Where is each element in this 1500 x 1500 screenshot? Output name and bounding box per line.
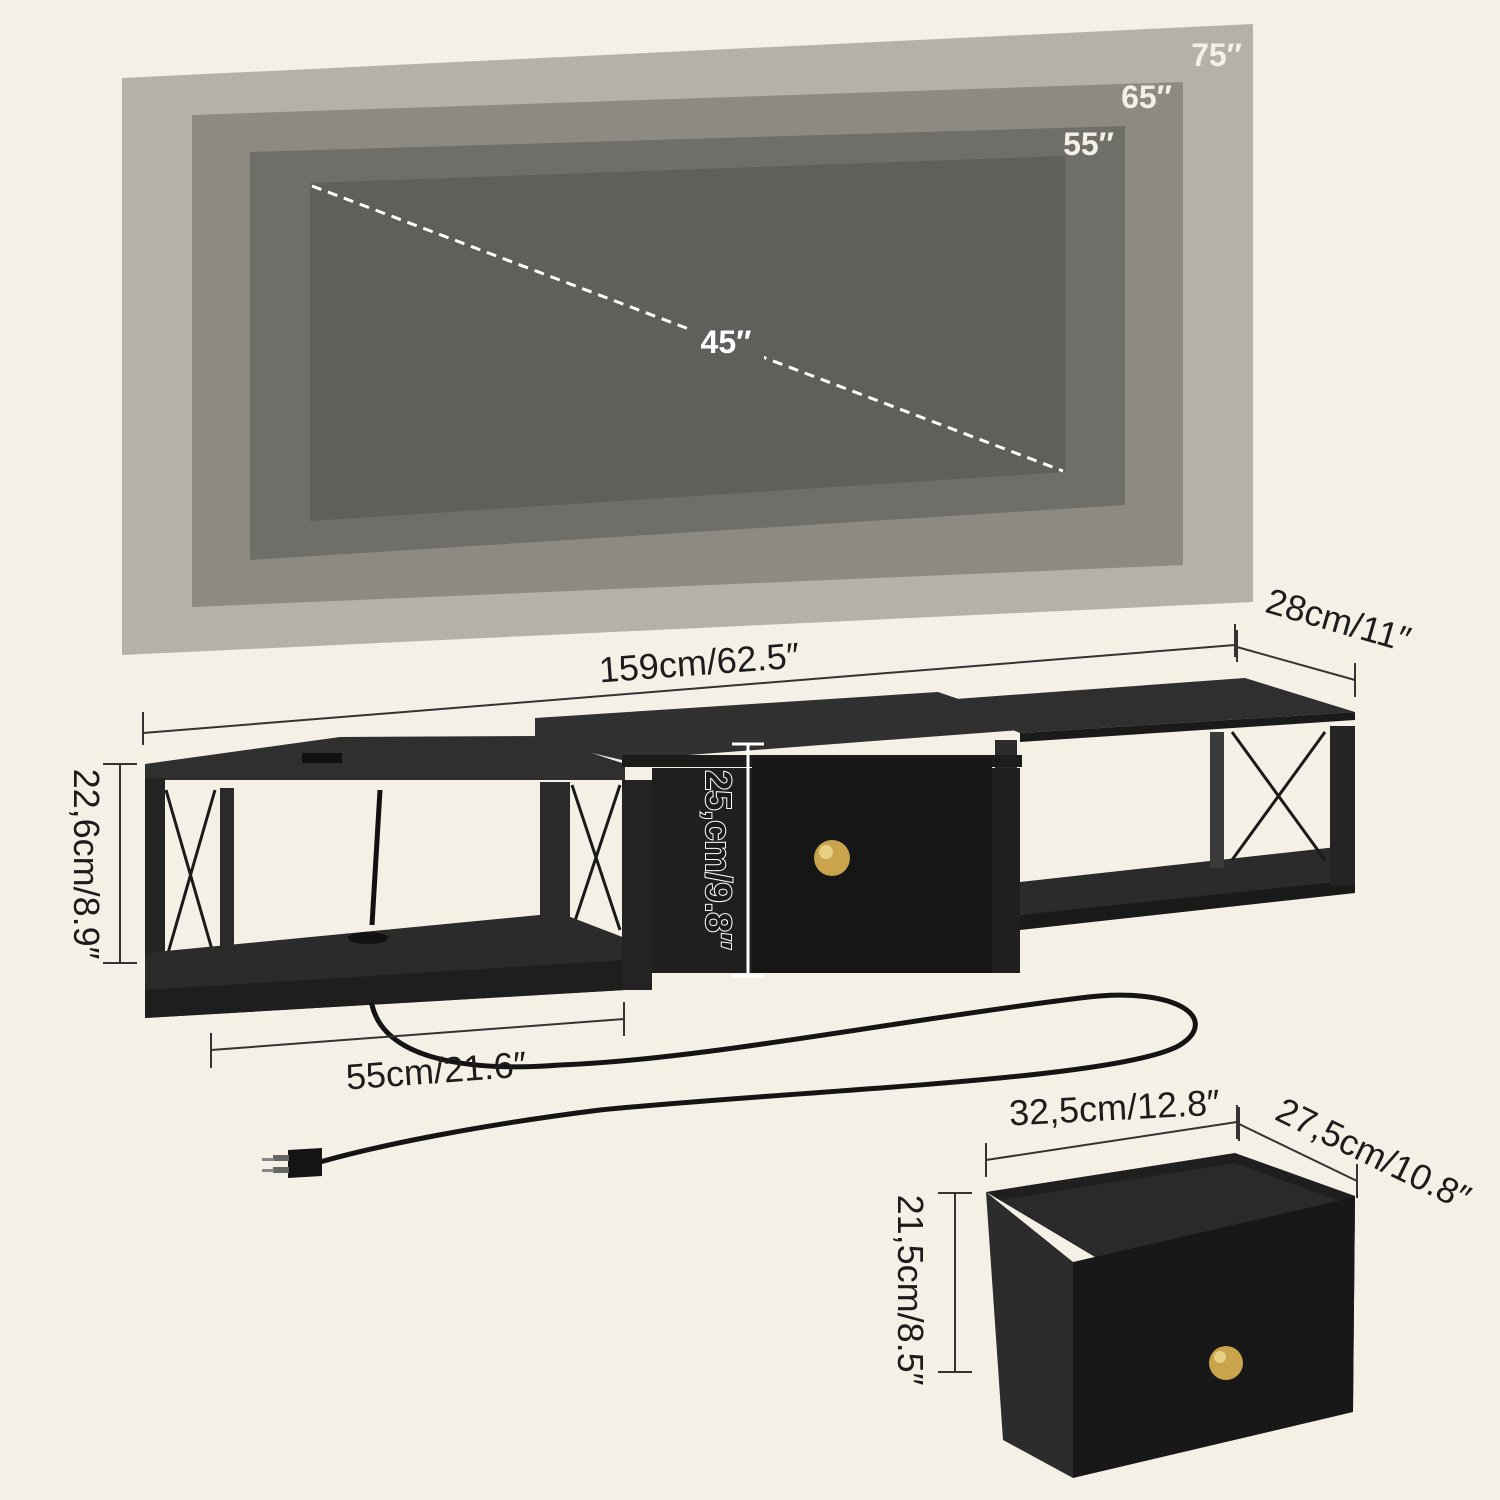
- floating-tv-stand: [145, 678, 1355, 1018]
- tv-55-label: 55″: [1063, 126, 1114, 162]
- drawer-box: [986, 1153, 1355, 1478]
- tv-65-label: 65″: [1121, 79, 1172, 115]
- total-width-dimension: [142, 624, 1236, 745]
- tv-45-rect: [310, 156, 1065, 521]
- box-depth-dimension: [1238, 1107, 1358, 1198]
- tv-size-guide: 45″ 75″ 65″ 55″: [122, 24, 1253, 655]
- gold-knob-icon[interactable]: [1209, 1346, 1243, 1380]
- plug-icon: [262, 1148, 322, 1178]
- box-width-dimension: [985, 1105, 1238, 1177]
- power-cord-icon: [317, 992, 1198, 1165]
- height-dimension: [103, 763, 137, 964]
- shelf-width-dimension: [210, 1002, 625, 1068]
- depth-dimension: [1236, 630, 1356, 697]
- gold-knob-icon[interactable]: [814, 840, 850, 876]
- box-width-label: 32,5cm/12.8″: [1008, 1082, 1221, 1134]
- diagonal-dashed-line: [311, 184, 1064, 473]
- tv-45-label: 45″: [701, 324, 752, 360]
- shelf-width-label: 55cm/21.6″: [344, 1043, 528, 1097]
- depth-label: 28cm/11″: [1262, 580, 1416, 660]
- height-label: 22,6cm/8.9″: [66, 769, 107, 960]
- tv-75-label: 75″: [1191, 37, 1242, 73]
- drawer-height-label: 25,cm/9.8″: [698, 770, 739, 949]
- drawer-height-dimension: [732, 742, 764, 978]
- box-height-label: 21,5cm/8.5″: [890, 1195, 931, 1386]
- box-height-dimension: [938, 1192, 972, 1373]
